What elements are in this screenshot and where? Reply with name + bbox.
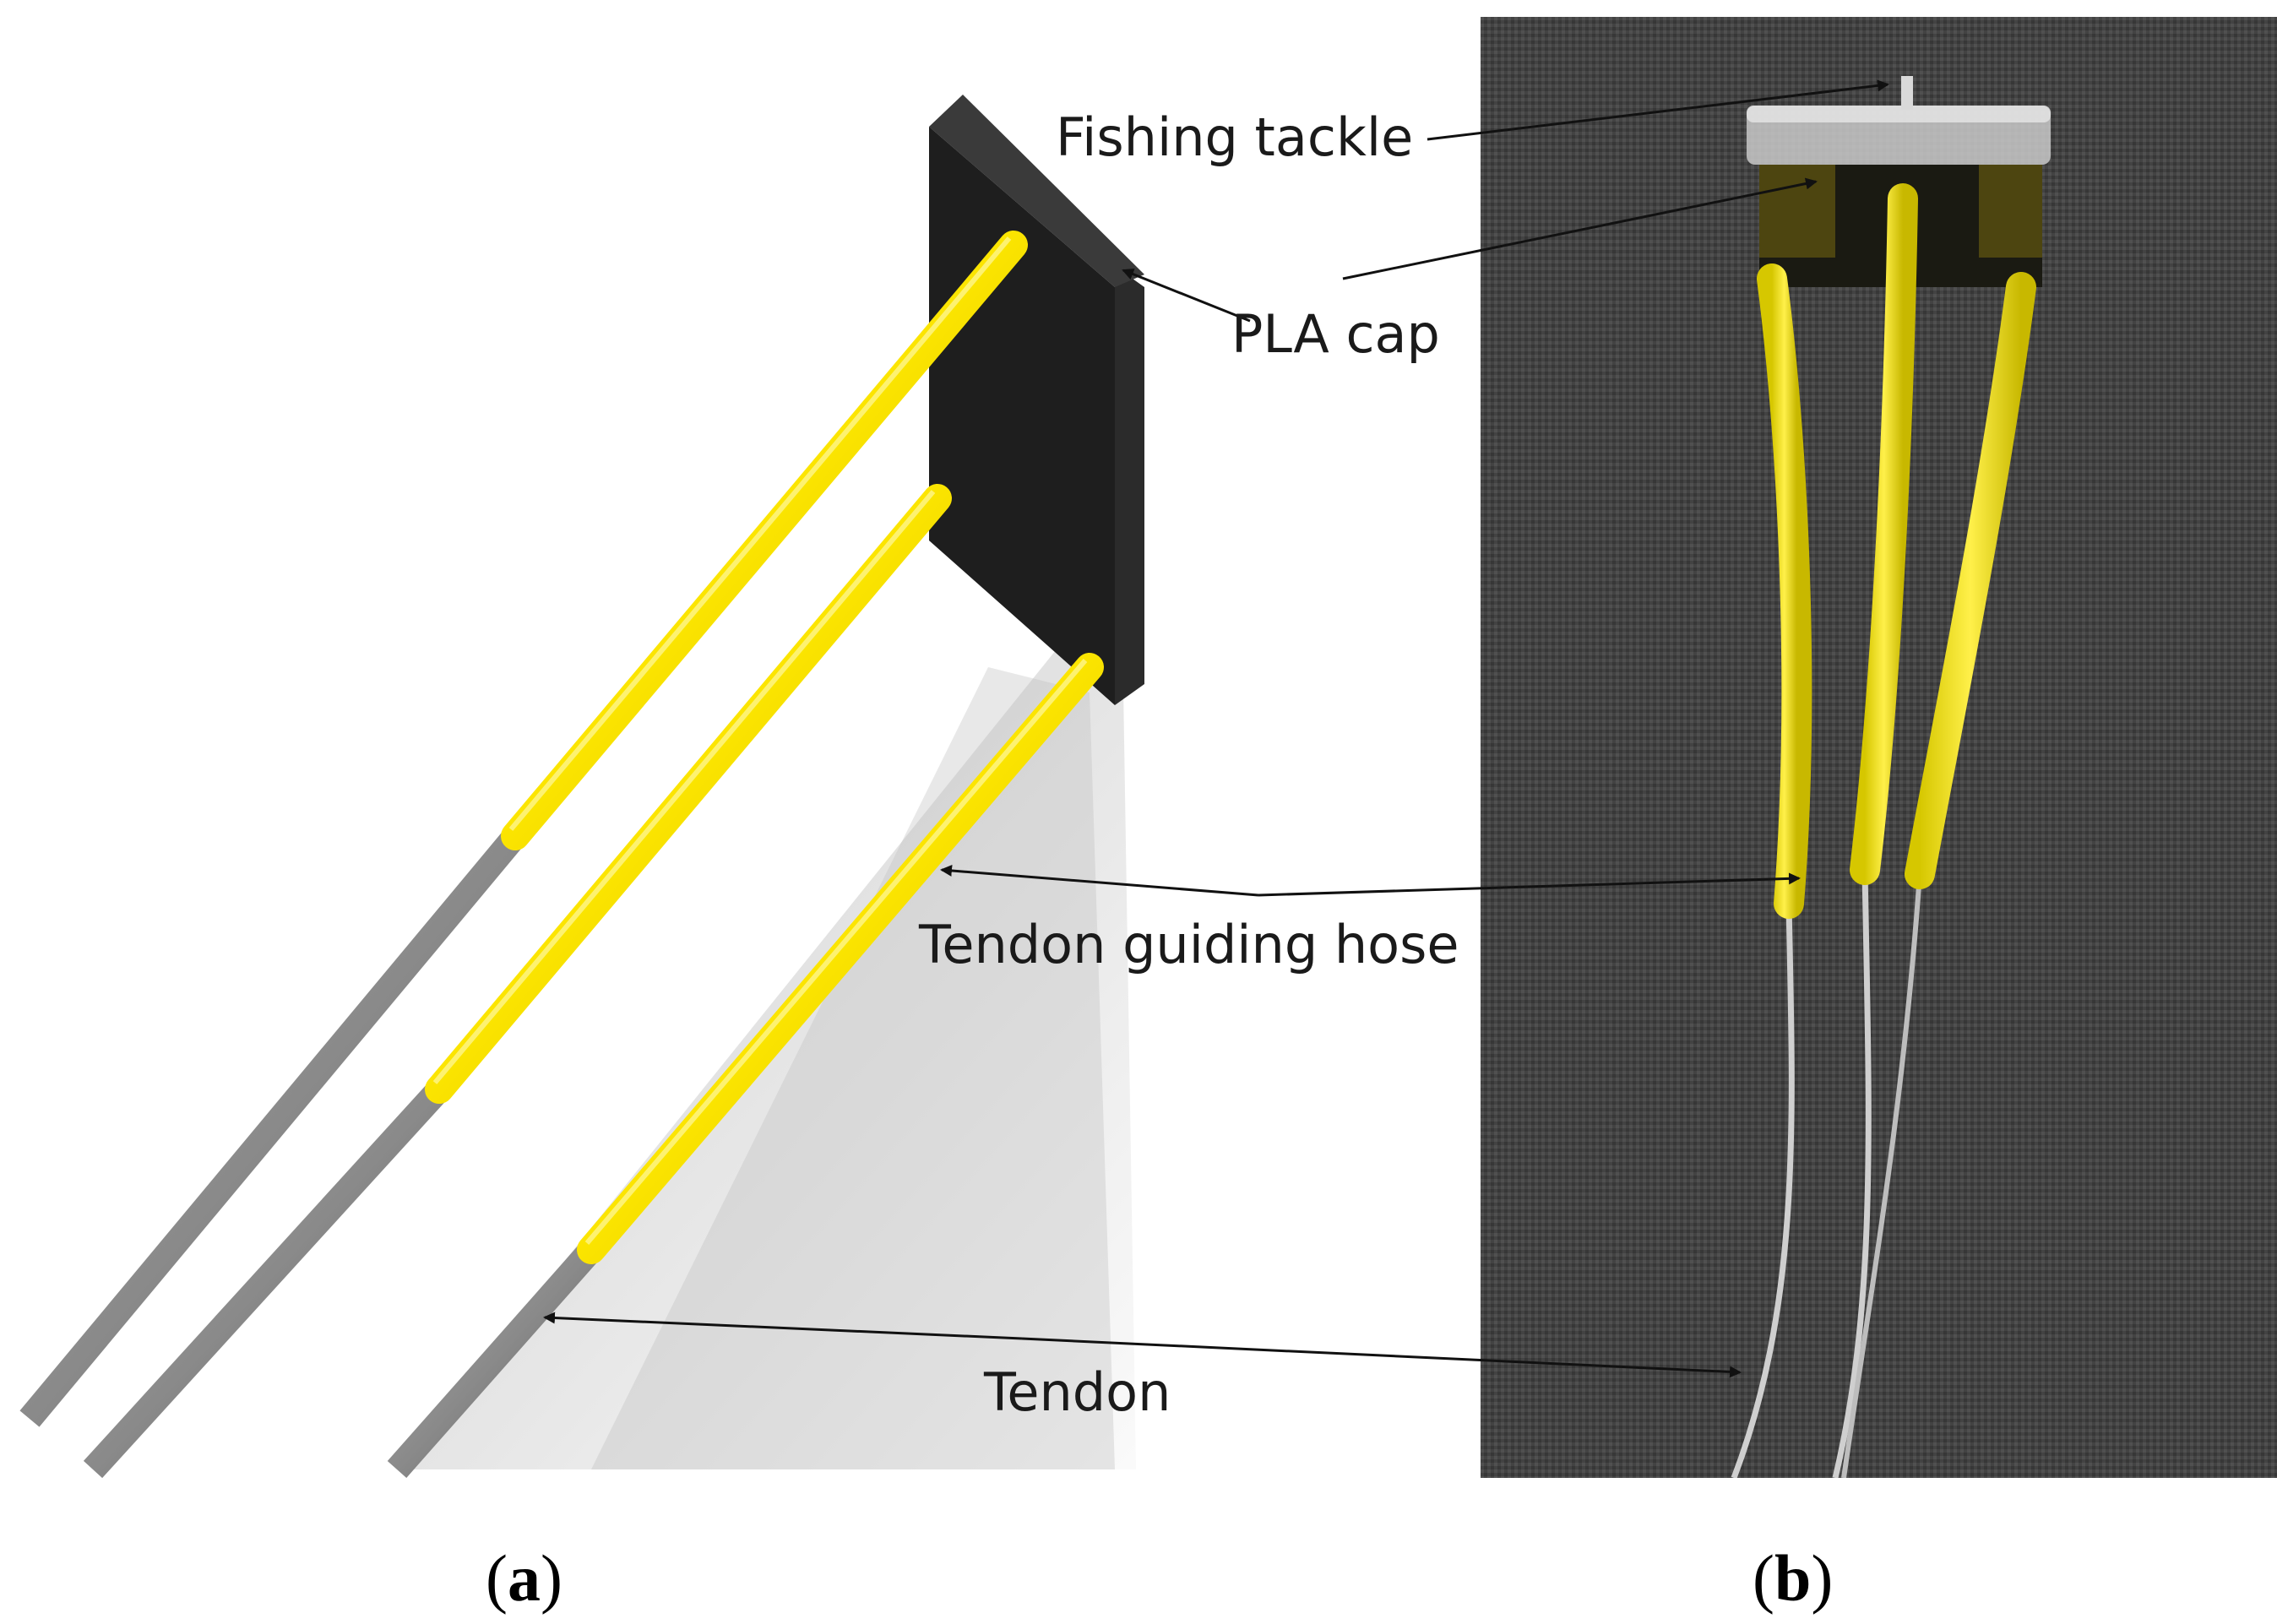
arrow-hose-right [1258,872,1801,897]
rod1-hose [501,231,1028,850]
rod3-tendon [387,1241,601,1478]
rod3-hose-highlight [584,659,1088,1245]
panel-label-a-letter: a [507,1541,541,1615]
callout-tendon: Tendon [984,1361,1171,1423]
callout-tendon-guiding-hose: Tendon guiding hose [919,914,1459,975]
arrow-fishing-tackle [1427,79,1889,141]
rod2-hose [425,484,952,1104]
panel-b-photo [1481,17,2277,1478]
pla-cap-top [929,95,1144,287]
callout-fishing-tackle: Fishing tackle [1056,106,1414,168]
panel-label-a-close: ) [540,1541,562,1615]
arrow-hose-left [940,864,1259,897]
callout-pla-cap: PLA cap [1231,303,1440,365]
panel-label-a-open: ( [486,1541,508,1615]
photo-tendon-middle [1832,869,1872,1478]
rod1-hose-highlight [508,236,1012,831]
photo-hose-left [1757,263,1812,919]
photo-tendon-right [1841,873,1922,1478]
panel-label-b-close: ) [1811,1541,1834,1615]
rod3-hose [577,653,1104,1264]
arrow-pla-cap-right [1342,177,1818,280]
ground-shadow-inner [591,667,1115,1469]
panel-label-a: (a) [486,1545,562,1611]
rod1-tendon [19,828,525,1427]
photo-hose-middle [1850,183,1918,885]
pla-cap-side [1115,266,1144,705]
panel-a-render [19,95,1144,1479]
photo-hose-right [1905,272,2036,889]
photo-tendon-left [1731,903,1795,1478]
panel-label-b-letter: b [1774,1541,1812,1615]
rod2-hose-highlight [432,490,936,1084]
arrow-tendon-left [543,1312,1023,1340]
panel-label-b-open: ( [1753,1541,1774,1615]
rod2-tendon [83,1080,449,1479]
panel-label-b: (b) [1753,1545,1833,1611]
arrow-pla-cap-left [1122,268,1251,323]
arrow-tendon-right [1021,1337,1742,1378]
